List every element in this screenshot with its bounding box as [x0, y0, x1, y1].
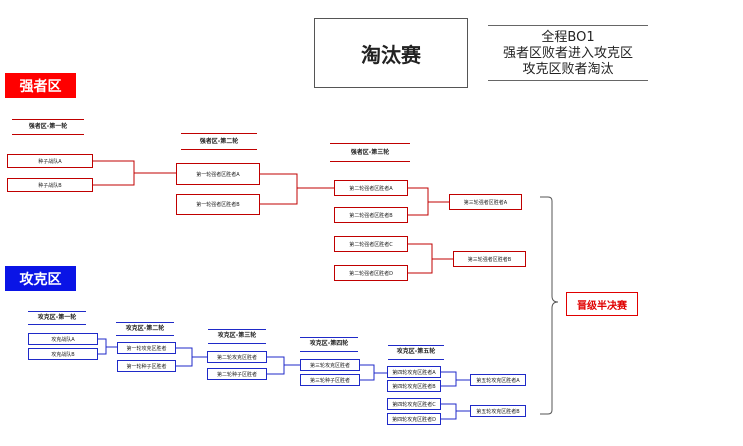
winners-r1-node-b: 种子战队B: [7, 178, 93, 192]
winners-r2-node-b: 第一轮强者区胜者B: [176, 194, 260, 215]
semifinal-label: 晋级半决赛: [566, 292, 638, 316]
losers-r2-title-bottom: [116, 335, 174, 336]
winners-r3-title-top: [330, 143, 410, 144]
losers-r3-node-a: 第二轮攻克区胜者: [207, 351, 267, 363]
rules-top-line: [488, 25, 648, 26]
winners-r2-title-bottom: [181, 149, 257, 150]
losers-r3-title: 攻克区-第三轮: [217, 332, 257, 339]
losers-r1-node-b: 攻克战队B: [28, 348, 98, 360]
losers-r5-node-a: 第四轮攻克区胜者A: [387, 366, 441, 378]
winners-r1-title-top: [12, 119, 84, 120]
winners-r1-title-bottom: [12, 134, 84, 135]
losers-r2-node-b: 第一轮种子区胜者: [117, 360, 176, 372]
rules-bottom-line: [488, 80, 648, 81]
losers-r1-title-top: [28, 311, 86, 312]
losers-r3-node-b: 第二轮种子区胜者: [207, 368, 267, 380]
losers-r4-title-bottom: [300, 351, 358, 352]
losers-r3-title-top: [208, 329, 266, 330]
losers-r4-title: 攻克区-第四轮: [309, 340, 349, 347]
losers-connectors: [98, 338, 470, 420]
winners-r1-node-a: 种子战队A: [7, 154, 93, 168]
page-title: 淘汰赛: [314, 18, 468, 88]
losers-r4-node-b: 第三轮种子区胜者: [300, 374, 360, 386]
winners-r3-node-d: 第二轮强者区胜者D: [334, 265, 408, 281]
winners-r3-title-bottom: [330, 161, 410, 162]
losers-r2-title: 攻克区-第二轮: [125, 325, 165, 332]
losers-r6-node-a: 第五轮攻克区胜者A: [470, 374, 526, 386]
rule-line-1: 全程BO1: [541, 30, 595, 45]
winners-r1-title: 强者区-第一轮: [28, 123, 68, 130]
losers-r6-node-b: 第五轮攻克区胜者B: [470, 405, 526, 417]
winners-r3-title: 强者区-第三轮: [350, 149, 390, 156]
winners-zone-badge: 强者区: [5, 73, 76, 98]
winners-r3-node-b: 第二轮强者区胜者B: [334, 207, 408, 223]
semifinal-brace: [540, 196, 559, 415]
winners-r2-title: 强者区-第二轮: [199, 138, 239, 145]
losers-r1-title-bottom: [28, 324, 86, 325]
losers-r2-title-top: [116, 322, 174, 323]
losers-r5-title: 攻克区-第五轮: [396, 348, 436, 355]
losers-r5-node-c: 第四轮攻克区胜者C: [387, 398, 441, 410]
winners-r2-node-a: 第一轮强者区胜者A: [176, 163, 260, 185]
winners-r4-node-b: 第三轮强者区胜者B: [453, 251, 526, 267]
winners-r4-node-a: 第三轮强者区胜者A: [449, 194, 522, 210]
rule-line-3: 攻克区败者淘汰: [522, 62, 614, 77]
losers-r5-title-bottom: [388, 359, 444, 360]
losers-r2-node-a: 第一轮攻克区胜者: [117, 342, 176, 354]
winners-connectors: [93, 160, 453, 274]
losers-r4-title-top: [300, 337, 358, 338]
losers-r1-title: 攻克区-第一轮: [37, 314, 77, 321]
losers-r1-node-a: 攻克战队A: [28, 333, 98, 345]
losers-r5-node-d: 第四轮攻克区胜者D: [387, 413, 441, 425]
losers-r5-node-b: 第四轮攻克区胜者B: [387, 380, 441, 392]
winners-r3-node-a: 第二轮强者区胜者A: [334, 180, 408, 196]
losers-r3-title-bottom: [208, 343, 266, 344]
winners-r2-title-top: [181, 133, 257, 134]
winners-r3-node-c: 第二轮强者区胜者C: [334, 236, 408, 252]
losers-zone-badge: 攻克区: [5, 266, 76, 291]
rule-line-2: 强者区败者进入攻克区: [502, 46, 633, 61]
losers-r5-title-top: [388, 345, 444, 346]
losers-r4-node-a: 第三轮攻克区胜者: [300, 359, 360, 371]
